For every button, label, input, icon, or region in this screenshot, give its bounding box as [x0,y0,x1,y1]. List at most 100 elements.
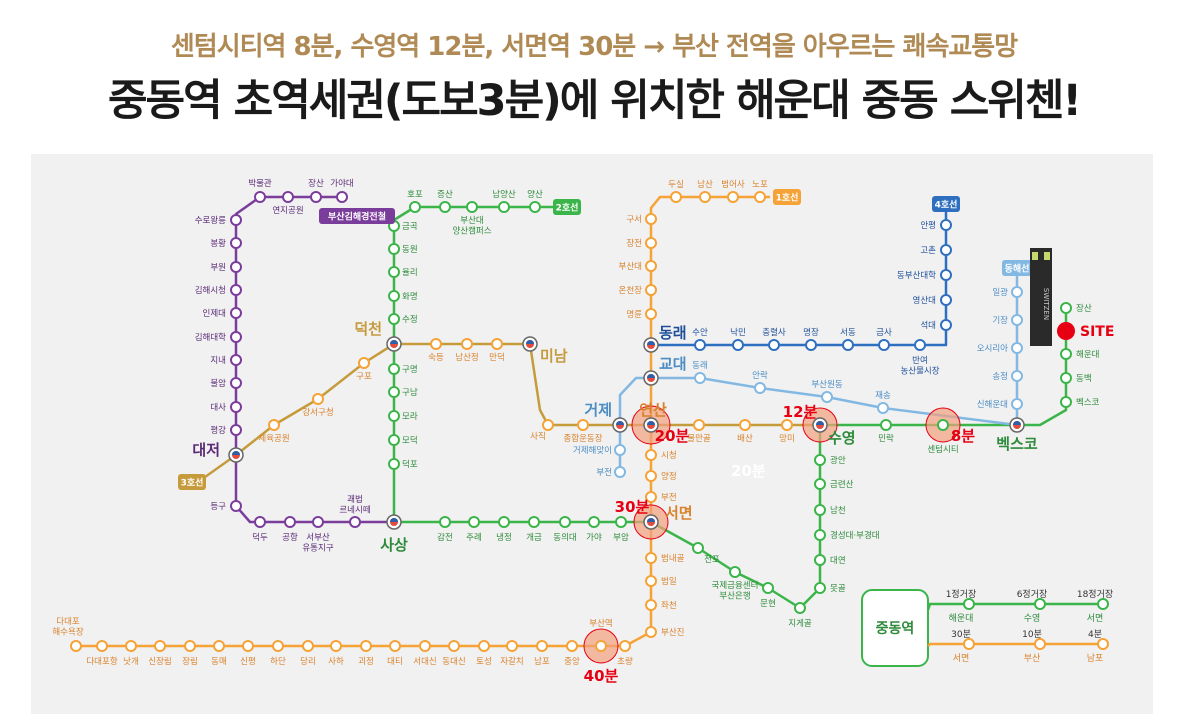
station-label: 대티 [387,657,403,667]
station-marker [448,640,460,652]
station-label: 남포 [534,657,550,667]
transfer-station-half [647,421,655,425]
station-marker [814,529,826,541]
station-label: 가야대 [330,178,353,189]
station-label: 하단 [270,656,286,667]
station-marker [754,382,766,394]
station-label: 명륜 [626,309,642,320]
station-marker [1011,370,1023,382]
station-marker [272,640,284,652]
station-marker [794,602,806,614]
station-label: 좌천 [661,600,677,611]
station-label: 동백 [1076,373,1092,384]
station-label: 모덕 [402,435,418,446]
station-label: 자갈치 [500,657,523,667]
station-marker [542,419,554,431]
station-label: 재송 [875,391,891,401]
building-window-icon [1044,252,1050,260]
station-label: 당리 [300,656,316,667]
station-marker [814,478,826,490]
travel-time-label: 40분 [584,667,619,685]
station-label: 부산대 [619,261,642,272]
station-label: 사하 [328,656,344,667]
line-badge [773,189,801,205]
station-marker [645,599,657,611]
legend-time: 1정거장 [946,589,977,600]
transfer-station-label: 연산 [639,401,667,419]
station-label: 모라 [402,412,418,422]
station-label: 주례 [466,532,482,543]
station-marker [739,419,751,431]
station-label: 부산진 [661,627,684,638]
station-label: 동부산대학 [897,270,936,281]
station-label: 낙민 [730,327,746,338]
station-label: 기장 [992,315,1008,326]
station-label: 두실 [668,179,684,190]
legend-dest: 남포 [1087,653,1104,664]
station-marker [577,419,589,431]
station-label: 평강 [210,425,226,436]
station-label: 센텀시티 [927,444,958,455]
station-label: 못골 [830,584,846,594]
legend-stop-marker [1034,638,1046,650]
station-marker [506,640,518,652]
line-badge [1002,260,1032,276]
station-marker [940,219,952,231]
station-label: 망미 [779,433,795,444]
station-marker [645,470,657,482]
station-label: 동래 [692,361,708,371]
station-marker [230,377,242,389]
station-label: 범어사 [721,179,745,190]
station-label: 초량 [617,656,633,667]
station-label: 남양산 [492,189,516,200]
station-marker [230,424,242,436]
building-text: SWITZEN [1042,288,1050,320]
station-marker [389,640,401,652]
station-label: 중앙 [564,656,580,667]
station-marker [1011,314,1023,326]
station-marker [409,201,421,213]
station-marker [1060,348,1072,360]
station-marker [645,213,657,225]
station-label: 인제대 [203,308,226,319]
legend-time: 10분 [1022,629,1042,640]
station-label: 장전 [626,238,642,249]
line-badge [319,208,395,224]
station-label: 증산 [437,189,453,200]
station-marker [388,410,400,422]
station-marker [914,339,926,351]
station-marker [693,419,705,431]
station-marker [388,434,400,446]
station-marker [645,260,657,272]
station-marker [230,237,242,249]
station-marker [254,516,266,528]
legend-time: 4분 [1088,629,1102,640]
station-marker [768,339,780,351]
station-label: 대사 [210,403,226,413]
station-label: 양산 [527,189,543,200]
legend-time: 30분 [951,629,971,640]
station-marker [242,640,254,652]
transfer-station-label: 미남 [540,347,568,365]
station-marker [645,491,657,503]
station-label: 벡스코 [1076,398,1100,408]
station-marker [762,582,774,594]
station-marker [388,266,400,278]
station-label: 온천장 [619,285,643,296]
station-label: 부전 [661,492,677,503]
transfer-station-label: 교대 [659,355,687,373]
station-marker [230,284,242,296]
station-markers [70,191,1072,652]
station-label: 부산역 [589,618,612,629]
station-marker [878,339,890,351]
station-marker [184,640,196,652]
station-label: 거제해맞이 [573,445,612,456]
station-label: 범일 [661,576,677,587]
station-marker [566,640,578,652]
station-marker [645,308,657,320]
station-marker [842,339,854,351]
station-label: 석대 [920,320,936,331]
station-label: 고촌 [920,246,936,256]
transfer-station-half [616,421,624,425]
station-label: 박물관 [248,178,272,189]
